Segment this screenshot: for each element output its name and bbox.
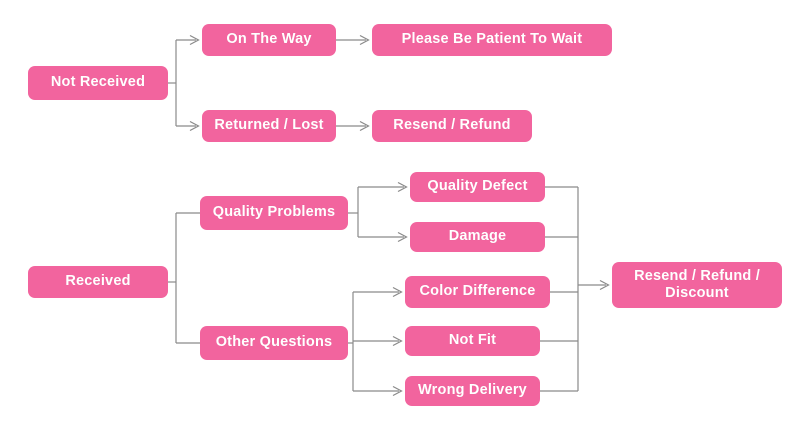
node-wrong-delivery[interactable]: Wrong Delivery — [405, 376, 540, 406]
arrowhead-not-fit — [392, 335, 403, 347]
arrowhead-please-be-patient — [359, 34, 370, 46]
node-not-received[interactable]: Not Received — [28, 66, 168, 100]
node-on-the-way[interactable]: On The Way — [202, 24, 336, 56]
arrowhead-wrong-delivery — [392, 385, 403, 397]
node-please-be-patient-to-wait[interactable]: Please Be Patient To Wait — [372, 24, 612, 56]
node-resend-refund[interactable]: Resend / Refund — [372, 110, 532, 142]
arrowhead-returned-lost — [189, 120, 200, 132]
node-quality-defect[interactable]: Quality Defect — [410, 172, 545, 202]
node-other-questions[interactable]: Other Questions — [200, 326, 348, 360]
node-not-fit[interactable]: Not Fit — [405, 326, 540, 356]
node-color-difference[interactable]: Color Difference — [405, 276, 550, 308]
arrowhead-on-the-way — [189, 34, 200, 46]
node-quality-problems[interactable]: Quality Problems — [200, 196, 348, 230]
arrowhead-color-difference — [392, 286, 403, 298]
arrowhead-damage — [397, 231, 408, 243]
node-returned-lost[interactable]: Returned / Lost — [202, 110, 336, 142]
resend-refund-discount-line-2: Discount — [665, 285, 729, 301]
arrowhead-resend-refund — [359, 120, 370, 132]
node-resend-refund-discount[interactable]: Resend / Refund / Discount — [612, 262, 782, 308]
arrowhead-quality-defect — [397, 181, 408, 193]
arrowhead-resend-refund-discount — [599, 279, 610, 291]
node-received[interactable]: Received — [28, 266, 168, 298]
resend-refund-discount-line-1: Resend / Refund / — [634, 267, 760, 284]
node-damage[interactable]: Damage — [410, 222, 545, 252]
